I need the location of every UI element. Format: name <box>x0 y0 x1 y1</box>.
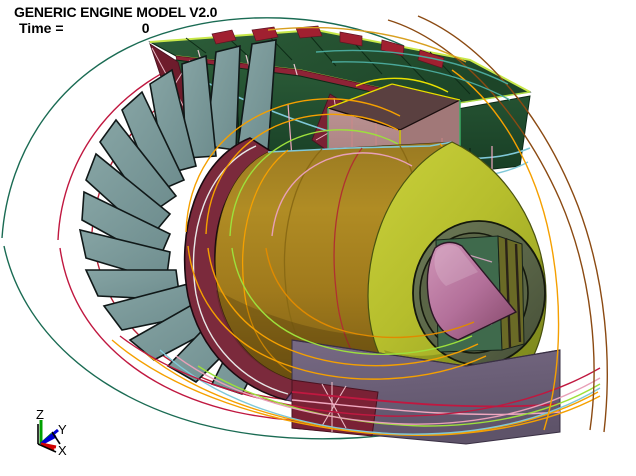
streamline-orange <box>207 247 479 367</box>
streamline-pink-sweep <box>175 355 601 425</box>
spinner-cone-highlight <box>434 244 478 286</box>
streamline-orange <box>187 245 487 380</box>
axis-label-y: Y <box>58 422 67 437</box>
streamline-orange-right <box>451 69 560 431</box>
streamline-brown-right <box>417 15 608 433</box>
streamline-pink <box>271 152 413 237</box>
streamline-group-foreground <box>111 15 608 436</box>
lower-pylon-edge-pink <box>291 399 561 416</box>
accessory-box-edge-highlights <box>327 83 461 176</box>
streamline-orange <box>265 247 475 339</box>
lower-pylon-assembly[interactable] <box>291 339 561 445</box>
streamline-teal-upper <box>315 49 509 85</box>
spinner-cone <box>426 241 518 341</box>
lower-pylon-edge-crimson <box>291 391 561 408</box>
wing-attachment-fittings <box>211 25 445 69</box>
core-duct-interior-bars <box>504 237 522 349</box>
axis-label-z: Z <box>36 407 44 422</box>
streamline-teal <box>1 17 405 239</box>
streamline-orange-upper <box>267 26 467 63</box>
fan-hub-inner-highlight <box>192 145 289 395</box>
streamline-lightgreen-sweep <box>197 365 601 427</box>
streamline-lightgreen <box>229 129 399 237</box>
streamline-teal-upper <box>331 61 511 101</box>
axis-frame-x <box>37 443 57 453</box>
streamline-orange <box>185 98 401 233</box>
streamline-orange <box>205 113 399 235</box>
lower-pylon-top-edge <box>291 339 561 367</box>
nacelle-top-edge-lightblue <box>267 141 453 153</box>
streamline-brown-right <box>387 19 595 431</box>
axis-label-x: X <box>58 443 67 458</box>
coordinate-axes-indicator: Z Y X <box>36 407 67 458</box>
streamline-crimson-sweep <box>119 335 601 417</box>
streamline-lightgreen <box>231 247 473 356</box>
nacelle-assembly[interactable] <box>215 141 547 413</box>
streamline-orange-sweep <box>111 339 601 436</box>
streamline-lightblue-sweep <box>159 349 601 435</box>
streamline-yellow-upper <box>355 77 449 93</box>
axis-frame-y <box>51 431 61 445</box>
lower-fairing-cross-bracing <box>321 382 347 432</box>
axis-x <box>40 442 57 452</box>
axis-y <box>40 428 59 446</box>
